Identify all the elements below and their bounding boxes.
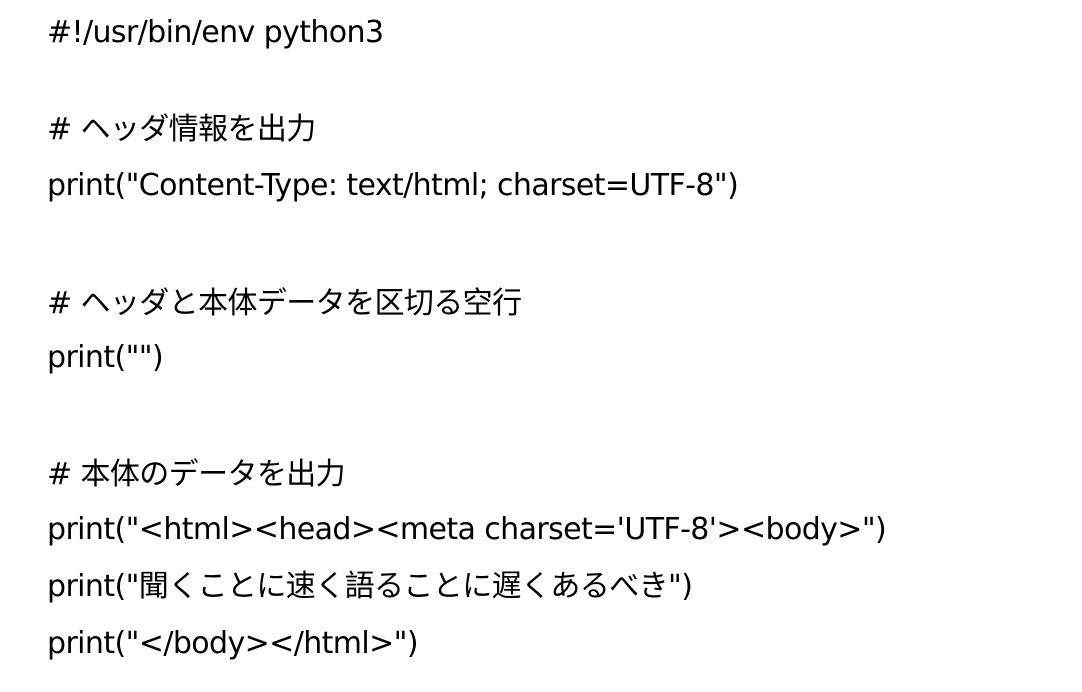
print-html-open-line: print("<html><head><meta charset='UTF-8'… xyxy=(47,512,887,547)
comment-body-output: # 本体のデータを出力 xyxy=(47,457,346,492)
print-content-type-line: print("Content-Type: text/html; charset=… xyxy=(47,168,739,203)
comment-header-output: # ヘッダ情報を出力 xyxy=(47,112,316,147)
shebang-line: #!/usr/bin/env python3 xyxy=(47,15,384,50)
print-html-close-line: print("</body></html>") xyxy=(47,626,419,661)
comment-blank-line: # ヘッダと本体データを区切る空行 xyxy=(47,286,522,321)
code-document: #!/usr/bin/env python3 # ヘッダ情報を出力 print(… xyxy=(47,0,1077,692)
print-message-line: print("聞くことに速く語ることに遅くあるべき") xyxy=(47,569,693,604)
print-empty-line: print("") xyxy=(47,340,164,375)
